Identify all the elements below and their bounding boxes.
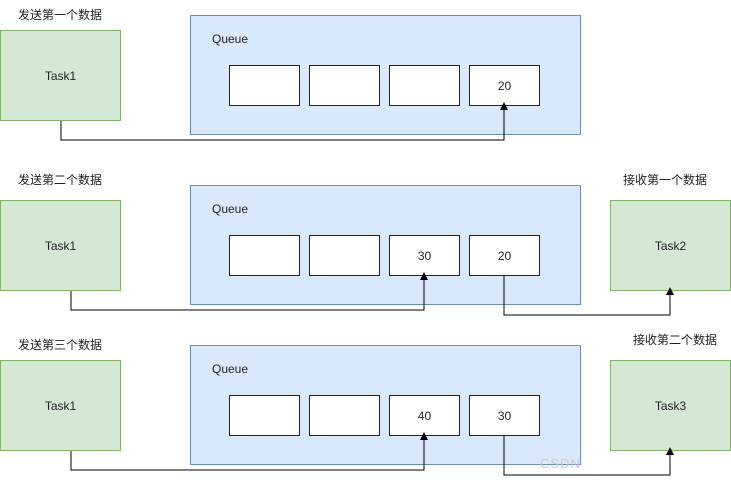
row2-send-arrow [70,272,428,311]
row1-queue-slot-3 [389,65,460,106]
row2-receiver-task: Task2 [610,200,731,291]
row3-queue-slot-3: 40 [389,395,460,436]
row2-sender-label: Task1 [44,238,77,253]
row1-queue-label: Queue [212,32,249,46]
row2-queue: Queue 30 20 [190,185,581,305]
row3-queue: Queue 40 30 [190,345,581,465]
row2-queue-slot-1 [229,235,300,276]
row2-sender-caption: 发送第二个数据 [18,173,103,187]
row3-receiver-task: Task3 [610,360,731,451]
row1-queue-slot-2 [309,65,380,106]
row2-sender-task: Task1 [0,200,121,291]
row3-send-arrow [70,432,428,471]
row1-send-arrow [60,102,508,141]
row3-sender-label: Task1 [44,398,77,413]
row2-queue-slot-2 [309,235,380,276]
row1-queue: Queue 20 [190,15,581,135]
row1-sender-caption: 发送第一个数据 [18,8,103,22]
row3-receiver-caption: 接收第二个数据 [633,333,718,347]
row3-sender-task: Task1 [0,360,121,451]
row3-sender-caption: 发送第三个数据 [18,338,103,352]
row2-receive-arrow [503,276,674,316]
row3-receive-arrow [503,436,674,476]
row2-queue-label: Queue [212,202,249,216]
row1-sender-label: Task1 [44,68,77,83]
row2-queue-slot-3: 30 [389,235,460,276]
row1-sender-task: Task1 [0,30,121,121]
row3-queue-slot-1 [229,395,300,436]
row3-queue-slot-2 [309,395,380,436]
csdn-watermark: CSDN [540,456,581,471]
row2-receiver-caption: 接收第一个数据 [623,173,708,187]
row1-queue-slot-1 [229,65,300,106]
row2-receiver-label: Task2 [654,238,687,253]
row2-queue-slot-4: 20 [469,235,540,276]
row3-queue-label: Queue [212,362,249,376]
row3-queue-slot-4: 30 [469,395,540,436]
row3-receiver-label: Task3 [654,398,687,413]
